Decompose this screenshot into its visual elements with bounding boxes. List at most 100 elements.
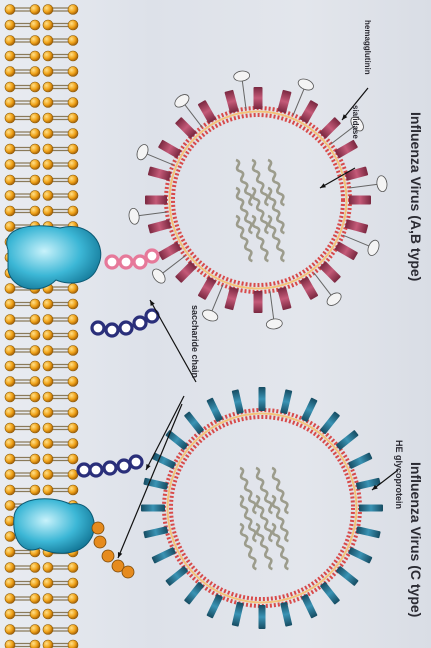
lipid-head xyxy=(43,299,53,309)
lipid-head xyxy=(5,315,15,325)
lipid-head xyxy=(68,20,78,30)
spike-body xyxy=(151,547,176,564)
lipid-head xyxy=(68,113,78,123)
lipid-head xyxy=(30,625,40,635)
lipid-head xyxy=(43,392,53,402)
lipid-head xyxy=(43,82,53,92)
lipid-head xyxy=(30,129,40,139)
lipid-head xyxy=(68,206,78,216)
lipid-head xyxy=(68,392,78,402)
sialidase-stalk xyxy=(293,89,304,115)
lipid-head xyxy=(5,361,15,371)
sialidase-head xyxy=(297,77,316,92)
spike xyxy=(257,286,296,332)
lipid-head xyxy=(5,485,15,495)
spike-body xyxy=(301,594,318,619)
sialidase-head xyxy=(325,290,344,308)
spike xyxy=(126,199,172,238)
lipid-head xyxy=(30,640,40,648)
lipid-head xyxy=(5,408,15,418)
lipid-head xyxy=(68,299,78,309)
sugar-unit xyxy=(104,462,116,474)
spike xyxy=(158,242,182,261)
spike-body xyxy=(335,242,359,261)
hemagglutinin-label: hemagglutinin xyxy=(363,20,372,75)
spike-body xyxy=(345,219,369,233)
lipid-head xyxy=(68,454,78,464)
lipid-head xyxy=(5,532,15,542)
lipid-head xyxy=(30,36,40,46)
lipid-head xyxy=(30,439,40,449)
lipid-head xyxy=(43,563,53,573)
sugar-unit xyxy=(106,324,118,336)
lipid-head xyxy=(30,206,40,216)
sugar-unit xyxy=(94,536,106,548)
lipid-head xyxy=(43,423,53,433)
lipid-head xyxy=(43,609,53,619)
spike-body xyxy=(345,166,369,180)
lipid-head xyxy=(5,563,15,573)
lipid-head xyxy=(68,361,78,371)
lipid-head xyxy=(5,470,15,480)
spike-body xyxy=(254,87,263,109)
sialidase-stalk xyxy=(139,212,167,216)
lipid-head xyxy=(68,98,78,108)
spike xyxy=(206,594,223,619)
lipid-head xyxy=(43,129,53,139)
sialidase-label: sialidase xyxy=(351,105,360,139)
spike-body xyxy=(349,196,371,205)
lipid-head xyxy=(30,175,40,185)
lipid-head xyxy=(5,640,15,648)
spike xyxy=(359,505,383,512)
spike xyxy=(301,397,318,422)
lipid-head xyxy=(43,439,53,449)
lipid-head xyxy=(30,315,40,325)
spike-body xyxy=(158,242,182,261)
spike-body xyxy=(224,90,238,114)
lipid-head xyxy=(30,51,40,61)
lipid-head xyxy=(43,98,53,108)
receptor-protein xyxy=(7,226,101,289)
sugar-unit xyxy=(106,256,118,268)
spike xyxy=(158,140,182,159)
sugar-unit xyxy=(118,460,130,472)
lipid-head xyxy=(68,67,78,77)
lipid-head xyxy=(30,377,40,387)
lipid-head xyxy=(43,20,53,30)
lipid-head xyxy=(5,20,15,30)
spike-body xyxy=(148,166,172,180)
spike-body xyxy=(300,100,319,124)
lipid-head xyxy=(30,578,40,588)
lipid-head xyxy=(68,36,78,46)
spike-body xyxy=(145,196,167,205)
lipid-head xyxy=(68,563,78,573)
spike-body xyxy=(175,261,197,283)
sugar-unit xyxy=(134,317,146,329)
lipid-head xyxy=(30,485,40,495)
lipid-head xyxy=(30,408,40,418)
sugar-unit xyxy=(120,256,132,268)
spike xyxy=(320,411,340,434)
lipid-head xyxy=(5,346,15,356)
lipid-head xyxy=(68,609,78,619)
spike-body xyxy=(232,602,244,627)
lipid-head xyxy=(43,578,53,588)
spike xyxy=(145,196,167,205)
lipid-head xyxy=(68,284,78,294)
spike-body xyxy=(184,411,204,434)
spike-body xyxy=(348,547,373,564)
lipid-head xyxy=(5,439,15,449)
lipid-head xyxy=(43,160,53,170)
lipid-head xyxy=(5,392,15,402)
sialidase-head xyxy=(135,143,150,162)
lipid-head xyxy=(5,160,15,170)
spike-body xyxy=(198,100,217,124)
spike-body xyxy=(259,605,266,629)
lipid-head xyxy=(30,67,40,77)
sugar-unit xyxy=(92,322,104,334)
spike xyxy=(184,582,204,605)
spike-body xyxy=(143,526,168,538)
lipid-head xyxy=(30,82,40,92)
pointer-arrowhead xyxy=(118,552,122,558)
